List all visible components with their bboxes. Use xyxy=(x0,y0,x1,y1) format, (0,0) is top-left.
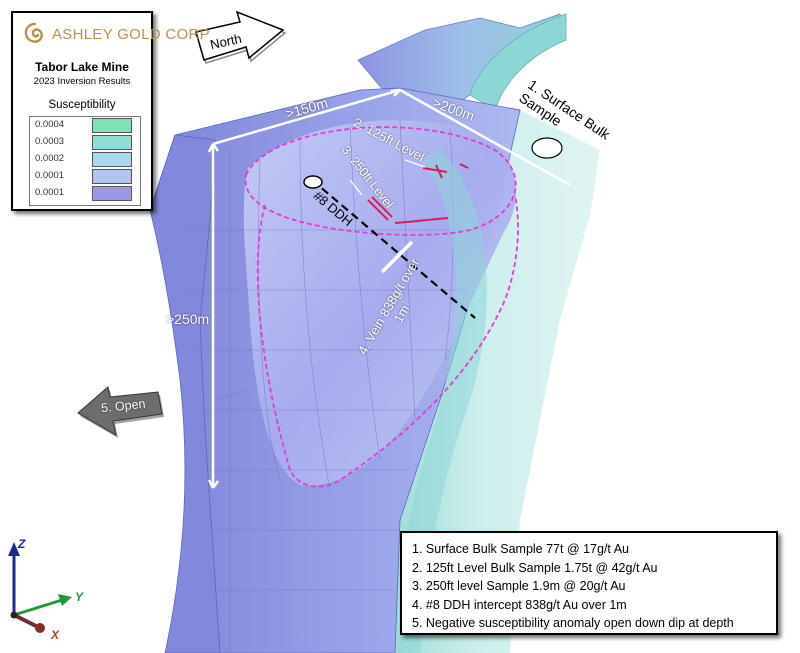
note-item: 1. Surface Bulk Sample 77t @ 17g/t Au xyxy=(412,542,629,556)
scale-label: 0.0001 xyxy=(35,187,65,198)
scale-label: 0.0002 xyxy=(35,153,65,164)
teal-highlight xyxy=(398,150,487,653)
scale-label: 0.0003 xyxy=(35,136,65,147)
note-item: 3. 250ft level Sample 1.9m @ 20g/t Au xyxy=(412,579,626,593)
scale-swatch xyxy=(92,135,132,150)
scale-row: 0.0002 xyxy=(30,151,140,168)
dimension-lines xyxy=(207,88,571,489)
legend-panel: ASHLEY GOLD CORP Tabor Lake Mine 2023 In… xyxy=(11,11,210,211)
note-item: 5. Negative susceptibility anomaly open … xyxy=(412,616,734,630)
ddh-collar xyxy=(303,175,323,189)
brand-name: ASHLEY GOLD CORP xyxy=(52,25,210,43)
axis-z-label: Z xyxy=(18,537,26,551)
note-item: 2. 125ft Level Bulk Sample 1.75t @ 42g/t… xyxy=(412,560,658,575)
scale-title: Susceptibility xyxy=(48,99,116,111)
brand-logo: ASHLEY GOLD CORP xyxy=(23,21,210,47)
mesh-grid xyxy=(180,119,480,653)
surface-sample-marker xyxy=(531,137,563,159)
anomaly-outline xyxy=(244,126,519,488)
open-arrow xyxy=(77,386,164,438)
scale-swatch xyxy=(92,169,132,184)
north-arrow xyxy=(195,10,287,64)
scale-row: 0.0004 xyxy=(30,117,140,134)
leader-lines xyxy=(349,159,426,196)
mine-title: Tabor Lake Mine xyxy=(35,60,129,74)
axis-triad xyxy=(8,542,72,633)
ddh-trace xyxy=(311,179,476,319)
scale-row: 0.0001 xyxy=(30,185,140,202)
left-face xyxy=(149,134,221,653)
sample-markers xyxy=(367,163,469,224)
note-item: 4. #8 DDH intercept 838g/t Au over 1m xyxy=(412,597,627,612)
scale-swatch xyxy=(92,152,132,167)
axis-x-label: X xyxy=(51,628,60,642)
axis-y-label: Y xyxy=(75,590,84,604)
dimension-250m-label: >250m xyxy=(166,311,210,327)
scale-swatch xyxy=(92,118,132,133)
scale-label: 0.0001 xyxy=(35,170,65,181)
scale-label: 0.0004 xyxy=(35,119,65,130)
swirl-logo-icon xyxy=(24,22,43,43)
inversion-subtitle: 2023 Inversion Results xyxy=(33,76,131,87)
vein-marker xyxy=(380,240,414,274)
scale-row: 0.0003 xyxy=(30,134,140,151)
teal-shell xyxy=(395,110,600,653)
top-curl xyxy=(469,13,567,111)
scale-swatch xyxy=(92,186,132,201)
results-notes: 1. Surface Bulk Sample 77t @ 17g/t Au 2.… xyxy=(400,531,778,635)
susceptibility-scale: 0.0004 0.0003 0.0002 0.0001 0.0001 xyxy=(29,116,141,206)
scale-row: 0.0001 xyxy=(30,168,140,185)
